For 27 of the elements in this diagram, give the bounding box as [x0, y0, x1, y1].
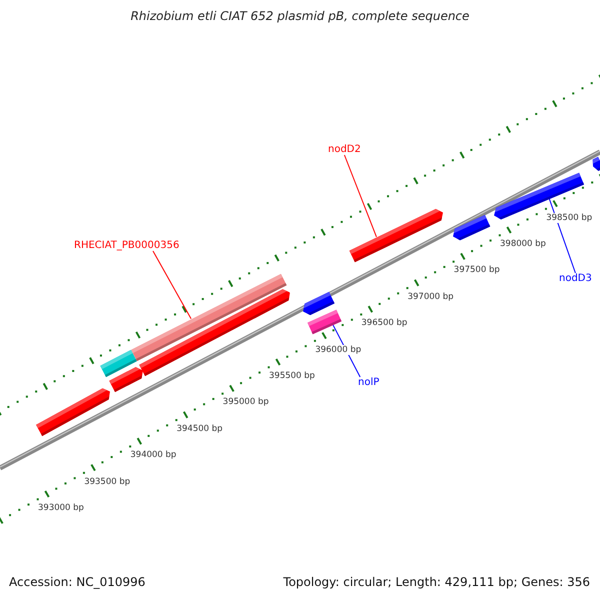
position-label: 396000 bp: [315, 344, 362, 355]
position-label: 394000 bp: [130, 450, 176, 460]
gene-label: RHECIAT_PB0000356: [74, 240, 180, 251]
gene-label: nodD3: [559, 273, 592, 284]
gene-feature: [590, 156, 600, 172]
position-label: 398500 bp: [546, 212, 592, 223]
position-label: 397000 bp: [408, 292, 454, 302]
position-label: 395000 bp: [222, 397, 269, 408]
position-label: 398000 bp: [500, 239, 546, 249]
summary-label: Topology: circular; Length: 429,111 bp; Genes: 356: [283, 575, 590, 589]
gene-feature: [100, 349, 137, 377]
gene-feature: [450, 214, 491, 242]
position-label: 393000 bp: [38, 503, 84, 513]
position-label: 397500 bp: [454, 265, 500, 276]
leader-line: [152, 250, 192, 320]
position-label: 396500 bp: [361, 318, 408, 328]
gene-label: nolP: [358, 377, 380, 388]
accession-label: Accession: NC_010996: [9, 575, 146, 589]
gene-feature: [300, 291, 335, 317]
diagram-title: Rhizobium etli CIAT 652 plasmid pB, complete sequence: [130, 9, 470, 23]
position-label: 394500 bp: [176, 424, 223, 434]
position-label: 393500 bp: [84, 476, 130, 487]
leader-line: [548, 198, 576, 274]
gene-feature: [307, 309, 342, 334]
position-label: 395500 bp: [269, 371, 315, 381]
leader-line: [344, 154, 377, 238]
gene-label: nodD2: [328, 144, 361, 155]
